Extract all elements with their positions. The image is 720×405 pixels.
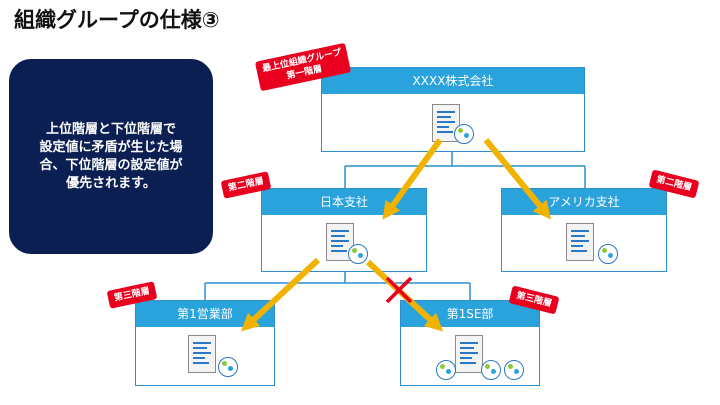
group-settings-icon (348, 244, 368, 264)
group-settings-icon (481, 360, 501, 380)
explanation-box: 上位階層と下位階層で 設定値に矛盾が生じた場 合、下位階層の設定値が 優先されま… (9, 59, 213, 254)
blocked-inheritance-mark (385, 276, 413, 304)
arrow-root-to-japan (382, 138, 443, 220)
settings-document-icon (188, 335, 216, 373)
arrow-japan-to-sales1 (240, 257, 321, 332)
node-root-label: XXXX株式会社 (322, 68, 584, 94)
settings-document-icon (455, 335, 483, 373)
group-settings-icon (598, 244, 618, 264)
settings-document-icon (566, 223, 594, 261)
group-settings-icon (436, 360, 456, 380)
node-root: XXXX株式会社 (321, 67, 585, 152)
group-settings-icon (218, 357, 238, 377)
group-settings-icon (454, 124, 474, 144)
explanation-line: 設定値に矛盾が生じた場 (39, 140, 183, 155)
explanation-line: 優先されます。 (66, 176, 156, 191)
node-sales1: 第1営業部 (135, 300, 275, 386)
explanation-text: 上位階層と下位階層で 設定値に矛盾が生じた場 合、下位階層の設定値が 優先されま… (21, 121, 201, 193)
arrow-root-to-america (483, 138, 552, 220)
page-title: 組織グループの仕様③ (14, 8, 220, 32)
node-america: アメリカ支社 (501, 188, 667, 272)
group-settings-icon (504, 360, 524, 380)
explanation-line: 合、下位階層の設定値が (39, 158, 183, 173)
explanation-line: 上位階層と下位階層で (45, 122, 176, 137)
